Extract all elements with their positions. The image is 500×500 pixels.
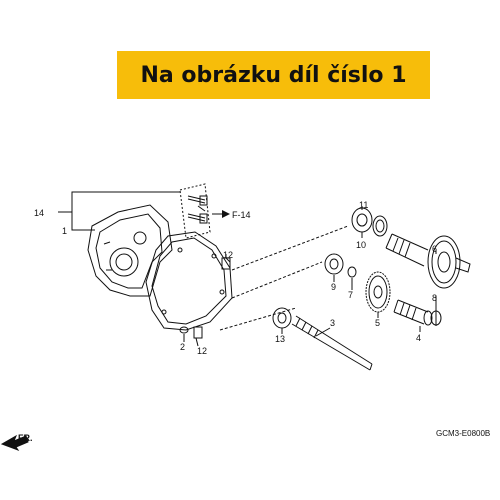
gasket: [145, 231, 233, 331]
diagram-code: GCM3-E0800B: [436, 429, 490, 438]
bolt-lower: [187, 213, 208, 224]
countershaft-4: [393, 299, 433, 326]
gear-5: [365, 271, 391, 313]
callout-14: 14: [34, 208, 44, 218]
seal-11: [372, 215, 388, 237]
callout-13: 13: [275, 334, 285, 344]
callout-2: 2: [180, 342, 185, 352]
drive-shaft-3: [291, 315, 373, 371]
leader-1: [71, 212, 95, 231]
callout-12-upper: 12: [223, 250, 233, 260]
bearing-10: [351, 207, 373, 233]
callout-9: 9: [331, 282, 336, 292]
bearing-9: [324, 253, 344, 275]
leader-14: [58, 191, 180, 213]
guide-line-upper: [231, 225, 349, 271]
callout-10: 10: [356, 240, 366, 250]
front-marker-label: FR.: [18, 433, 33, 443]
callout-8: 8: [432, 293, 437, 303]
bearing-13: [272, 307, 292, 329]
title-banner: Na obrázku díl číslo 1: [117, 51, 430, 99]
guide-line-mid: [231, 261, 323, 299]
callout-4: 4: [416, 333, 421, 343]
final-shaft-6: [385, 233, 471, 289]
reference-label: F-14: [232, 210, 251, 220]
washer-7: [347, 266, 357, 278]
reference-arrow-icon: [222, 210, 230, 218]
dowel-pin-lower: [193, 326, 203, 339]
callout-6: 6: [432, 244, 437, 254]
front-arrow-icon: [0, 434, 29, 452]
callout-12-lower: 12: [197, 346, 207, 356]
banner-text: Na obrázku díl číslo 1: [140, 62, 407, 88]
callout-1: 1: [62, 226, 67, 236]
guide-line-lower: [219, 307, 297, 331]
crankcase-cover: [87, 204, 173, 297]
bolt-reference-box: [179, 183, 211, 239]
callout-5: 5: [375, 318, 380, 328]
bolt-upper: [187, 195, 208, 206]
washer-2: [179, 326, 189, 334]
callout-11: 11: [359, 200, 368, 210]
callout-7: 7: [348, 290, 353, 300]
callout-3: 3: [330, 318, 335, 328]
